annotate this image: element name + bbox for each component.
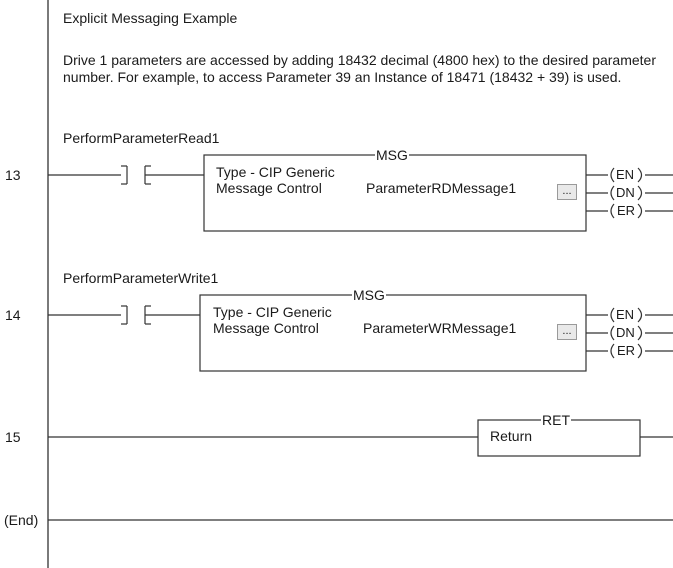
rung-13-number: 13 xyxy=(5,167,21,183)
rung-14-en-output: EN xyxy=(616,307,635,322)
rung-14-control-value[interactable]: ParameterWRMessage1 xyxy=(363,320,517,336)
rung-13-er-output: ER xyxy=(617,203,636,218)
page-title: Explicit Messaging Example xyxy=(63,10,238,26)
rung-14-number: 14 xyxy=(5,307,21,323)
rung-15-number: 15 xyxy=(5,429,21,445)
rung-13-dn-output: DN xyxy=(616,185,635,200)
rung-13-control-value[interactable]: ParameterRDMessage1 xyxy=(366,180,517,196)
rung-14-browse-button[interactable]: ... xyxy=(557,324,577,340)
rung-14-tag[interactable]: PerformParameterWrite1 xyxy=(63,270,219,286)
rung-15-wiring xyxy=(48,419,673,457)
rung-13-wiring xyxy=(48,154,673,232)
end-rung-label: (End) xyxy=(4,512,41,528)
rung-14-msg-title: MSG xyxy=(352,287,386,303)
rung-14-control-label: Message Control xyxy=(213,320,319,336)
rung-13-en-output: EN xyxy=(616,167,635,182)
description-paragraph: Drive 1 parameters are accessed by addin… xyxy=(63,52,656,85)
rung-15-return-label: Return xyxy=(490,428,533,444)
rung-13-browse-button[interactable]: ... xyxy=(557,184,577,200)
rung-13-control-label: Message Control xyxy=(216,180,322,196)
rung-14-er-output: ER xyxy=(617,343,636,358)
rung-14-dn-output: DN xyxy=(616,325,635,340)
rung-13-tag[interactable]: PerformParameterRead1 xyxy=(63,130,220,146)
rung-13-msg-title: MSG xyxy=(375,147,409,163)
rung-15-ret-title: RET xyxy=(541,412,571,428)
rung-14-wiring xyxy=(48,294,673,372)
rung-13-type-line: Type - CIP Generic xyxy=(216,164,335,180)
rung-14-type-line: Type - CIP Generic xyxy=(213,304,332,320)
